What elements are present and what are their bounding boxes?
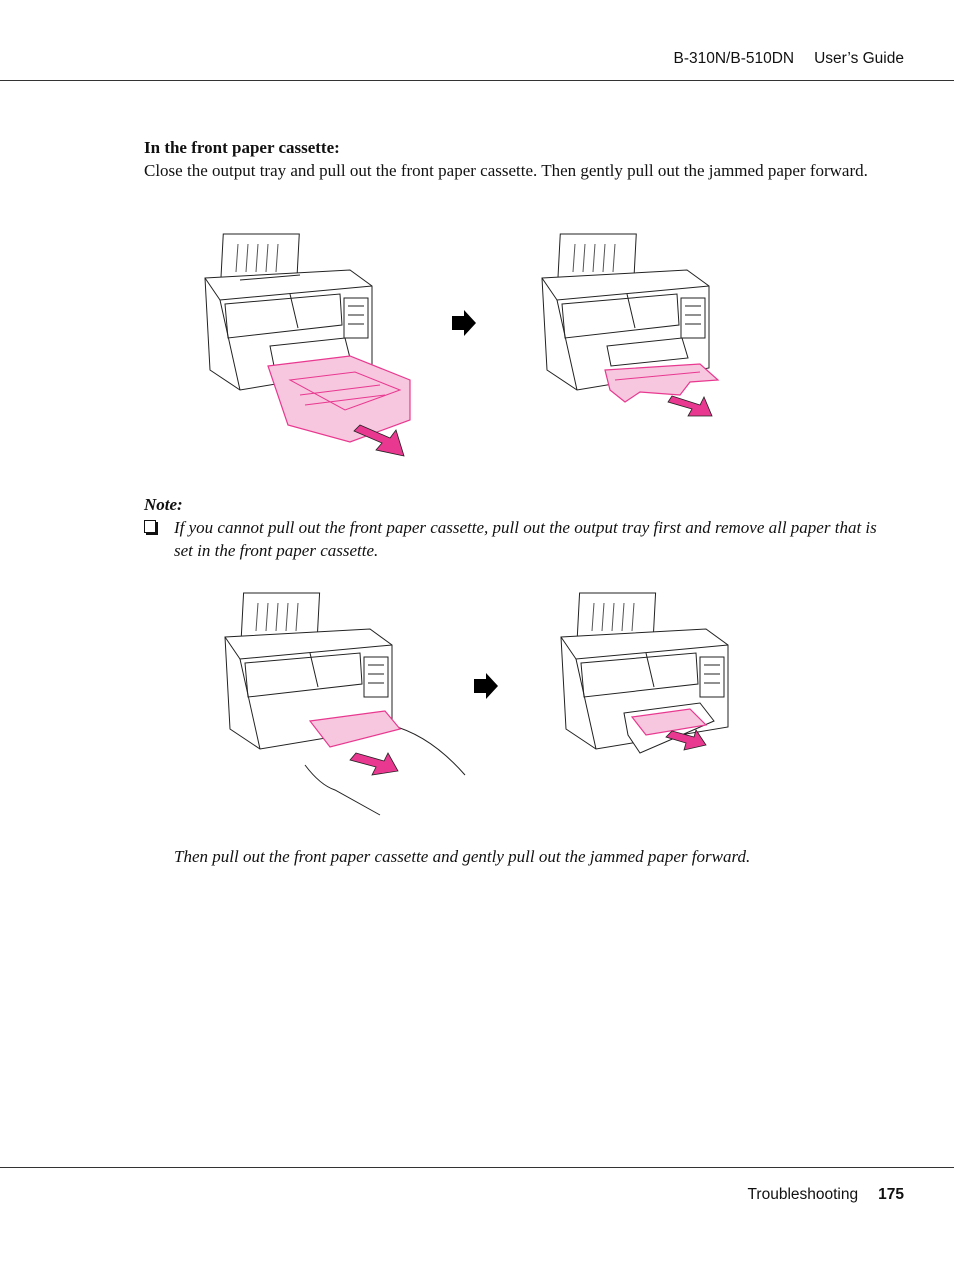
section-body: Close the output tray and pull out the f… [144, 161, 868, 180]
header-guide: User’s Guide [814, 50, 904, 67]
pull-arrow-1 [353, 424, 405, 457]
pull-arrow-3 [349, 752, 399, 776]
checkbox-bullet-icon [144, 520, 156, 533]
step-arrow-icon-2 [474, 673, 498, 699]
pull-arrow-4 [665, 729, 707, 751]
footer-section: Troubleshooting [747, 1186, 859, 1203]
note-bullet: If you cannot pull out the front paper c… [144, 516, 884, 562]
printer-illustration-2 [541, 233, 710, 391]
page-header: B-310N/B-510DN User’s Guide [674, 50, 905, 68]
cassette-paper-highlight [630, 708, 708, 736]
cassette-highlight-1 [267, 355, 411, 443]
footer-rule [0, 1167, 954, 1168]
header-rule [0, 80, 954, 81]
page-number: 175 [878, 1186, 904, 1203]
pull-arrow-2 [667, 395, 713, 417]
note-bullet-text: If you cannot pull out the front paper c… [174, 518, 877, 560]
note-block: Note: [144, 493, 884, 516]
followup-text: Then pull out the front paper cassette a… [174, 847, 751, 866]
figure-pull-cassette [204, 233, 720, 457]
section-heading: In the front paper cassette: [144, 138, 340, 157]
page-footer: Troubleshooting 175 [748, 1186, 904, 1204]
header-model: B-310N/B-510DN [673, 50, 795, 67]
step-arrow-icon [452, 310, 476, 336]
note-label: Note: [144, 495, 183, 514]
jammed-paper-highlight [604, 363, 720, 403]
figure-output-tray [224, 592, 729, 816]
output-tray-highlight [308, 710, 402, 748]
section-block: In the front paper cassette: Close the o… [144, 136, 884, 182]
printer-illustration-3 [224, 592, 466, 816]
